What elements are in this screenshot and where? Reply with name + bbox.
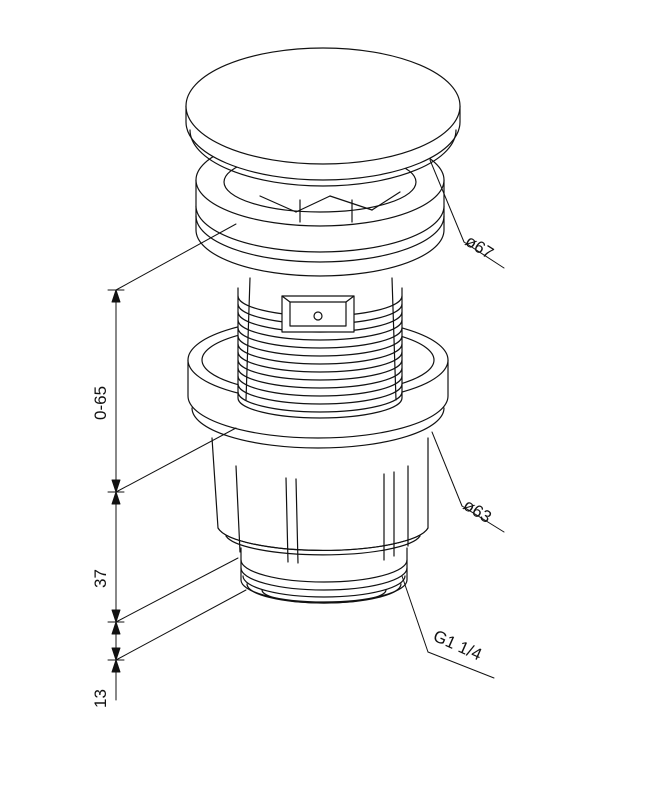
leader-lines — [401, 159, 505, 679]
label-height-0-65: 0-65 — [91, 386, 110, 420]
label-height-13: 13 — [91, 689, 110, 708]
vertical-dimension-line — [107, 289, 125, 701]
label-dia-63: ø63 — [460, 495, 495, 527]
label-thread-g1-1-4: G1 1/4 — [430, 626, 484, 664]
body-nut — [211, 437, 429, 564]
label-height-37: 37 — [91, 569, 110, 588]
cap-head — [185, 47, 461, 187]
threaded-tail — [240, 547, 408, 604]
extension-lines — [115, 223, 247, 661]
label-dia-67: ø67 — [462, 231, 497, 263]
threaded-stem — [237, 277, 403, 419]
